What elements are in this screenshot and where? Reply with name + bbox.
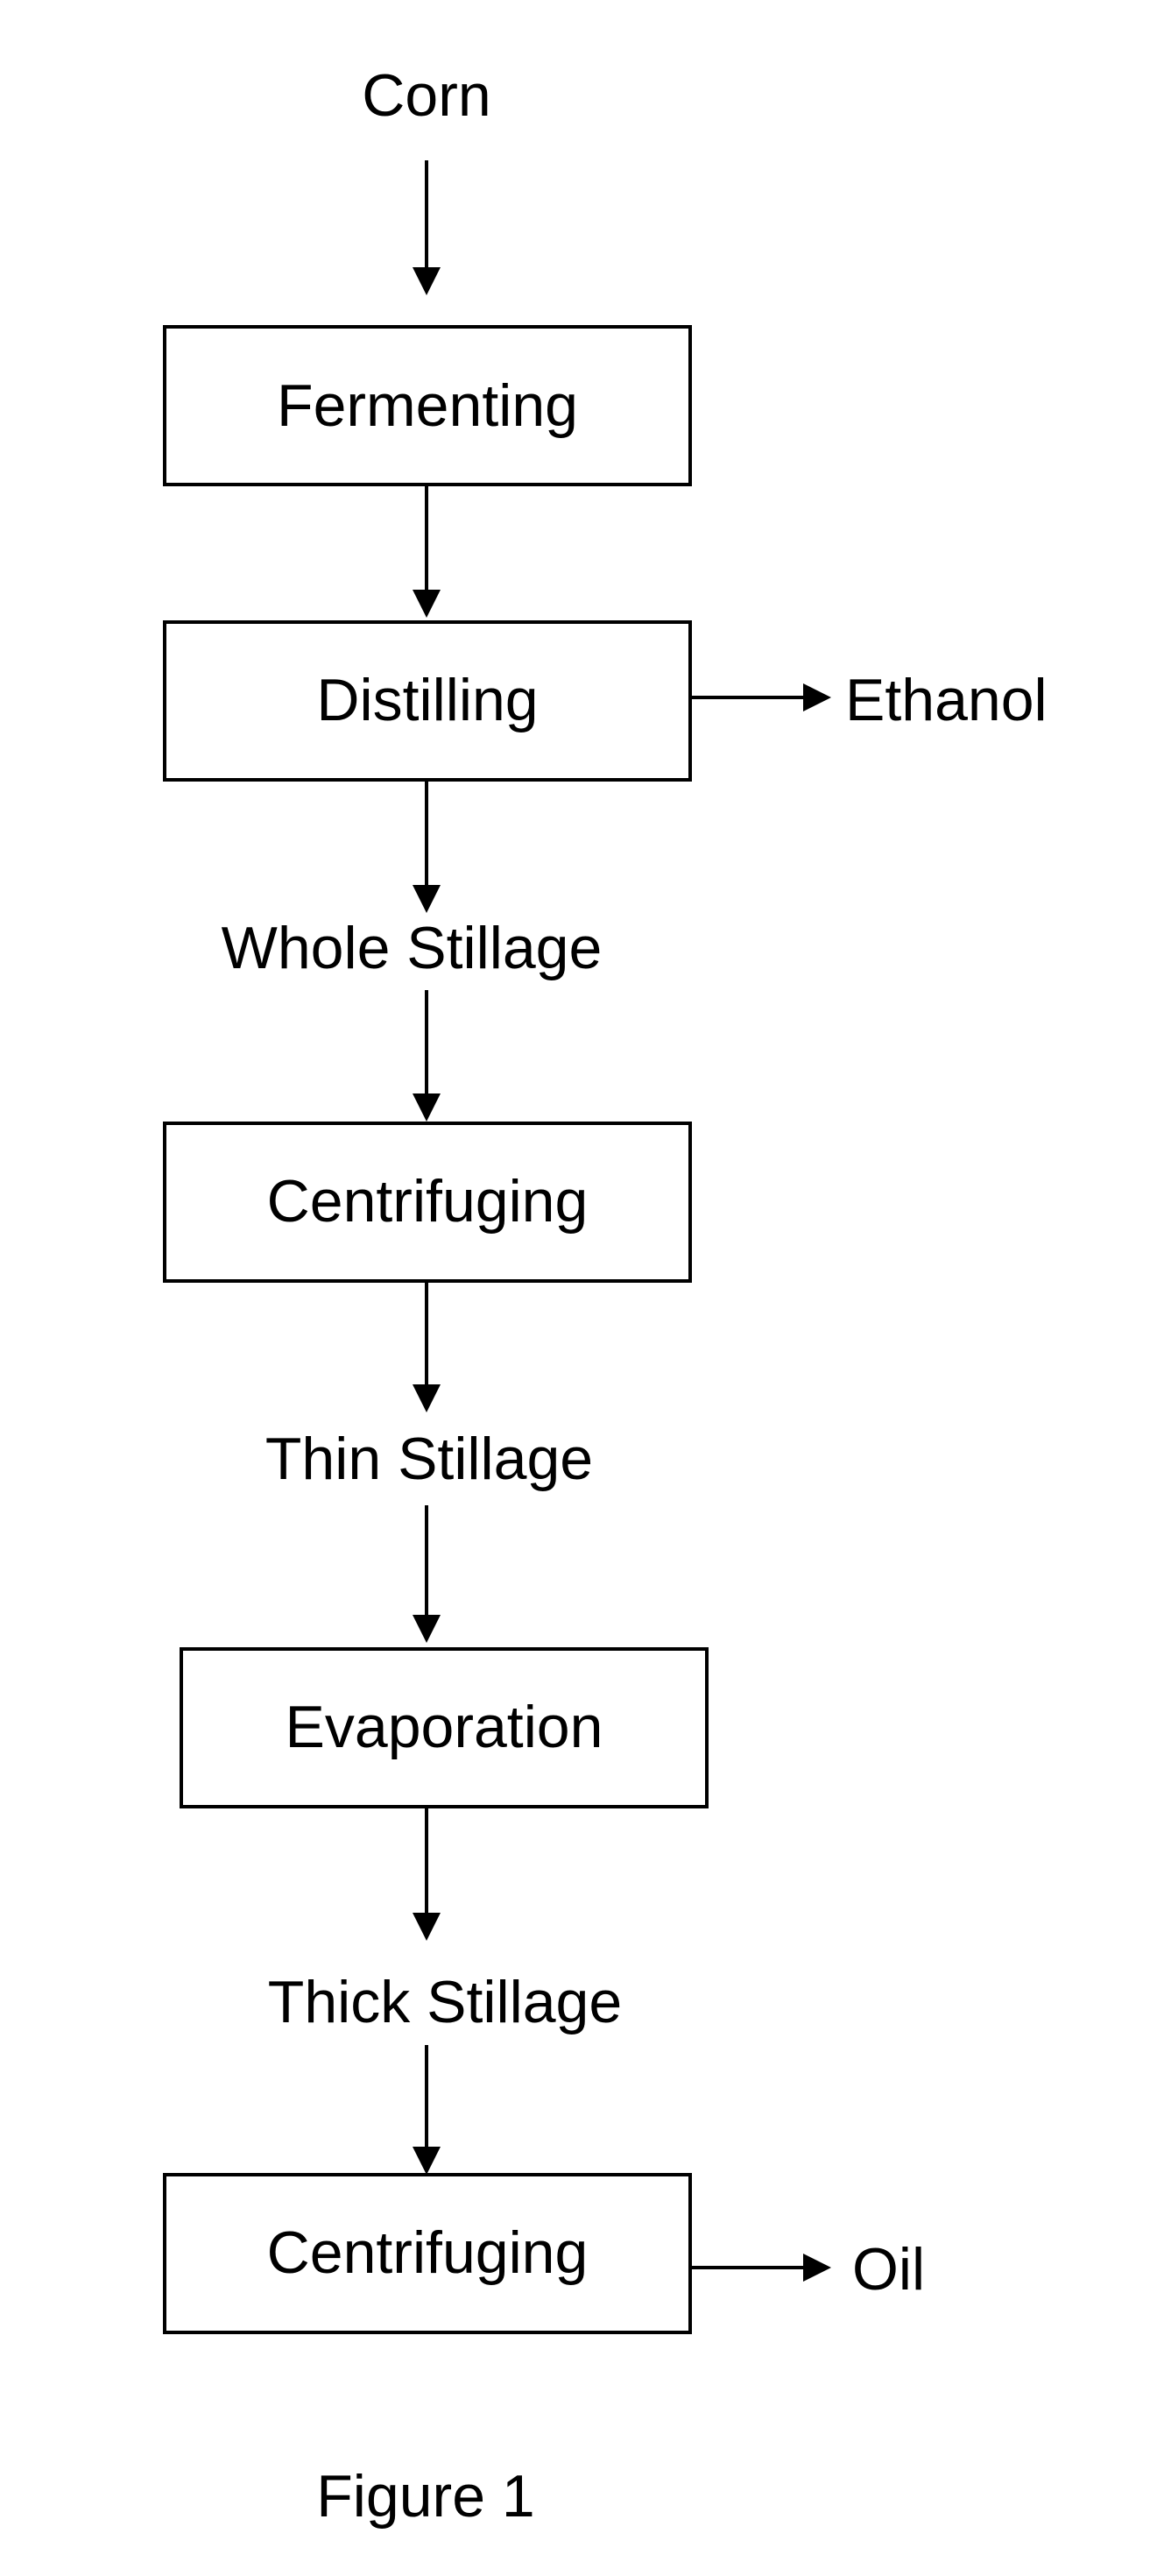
thin-stillage-label: Thin Stillage	[265, 1426, 593, 1492]
step-centrifuging-first: Centrifuging	[165, 1123, 690, 1281]
arrow-evaporation-to-thick-stillage	[413, 1807, 441, 1941]
step-distilling: Distilling	[165, 622, 690, 780]
step-fermenting-label: Fermenting	[277, 372, 578, 439]
arrow-thin-stillage-to-evaporation	[413, 1505, 441, 1643]
arrow-distilling-to-whole-stillage	[413, 780, 441, 913]
arrow-fermenting-to-distilling	[413, 485, 441, 618]
arrow-centrifuging-to-thin-stillage	[413, 1281, 441, 1412]
arrow-centrifuging-to-oil	[690, 2254, 831, 2282]
oil-output-label: Oil	[852, 2236, 925, 2303]
arrow-distilling-to-ethanol	[690, 683, 831, 711]
ethanol-output-label: Ethanol	[845, 667, 1048, 733]
corn-label: Corn	[362, 62, 490, 129]
step-centrifuging-second-label: Centrifuging	[267, 2219, 589, 2286]
step-centrifuging-second: Centrifuging	[165, 2175, 690, 2332]
thick-stillage-label: Thick Stillage	[268, 1969, 622, 2035]
arrow-corn-to-fermenting	[413, 160, 441, 295]
step-evaporation-label: Evaporation	[286, 1694, 603, 1760]
step-centrifuging-first-label: Centrifuging	[267, 1168, 589, 1235]
step-distilling-label: Distilling	[316, 667, 538, 733]
arrow-thick-stillage-to-centrifuging	[413, 2045, 441, 2175]
step-fermenting: Fermenting	[165, 327, 690, 485]
figure-caption: Figure 1	[316, 2463, 534, 2530]
arrow-whole-stillage-to-centrifuging	[413, 990, 441, 1122]
whole-stillage-label: Whole Stillage	[222, 915, 603, 981]
step-evaporation: Evaporation	[181, 1649, 707, 1807]
